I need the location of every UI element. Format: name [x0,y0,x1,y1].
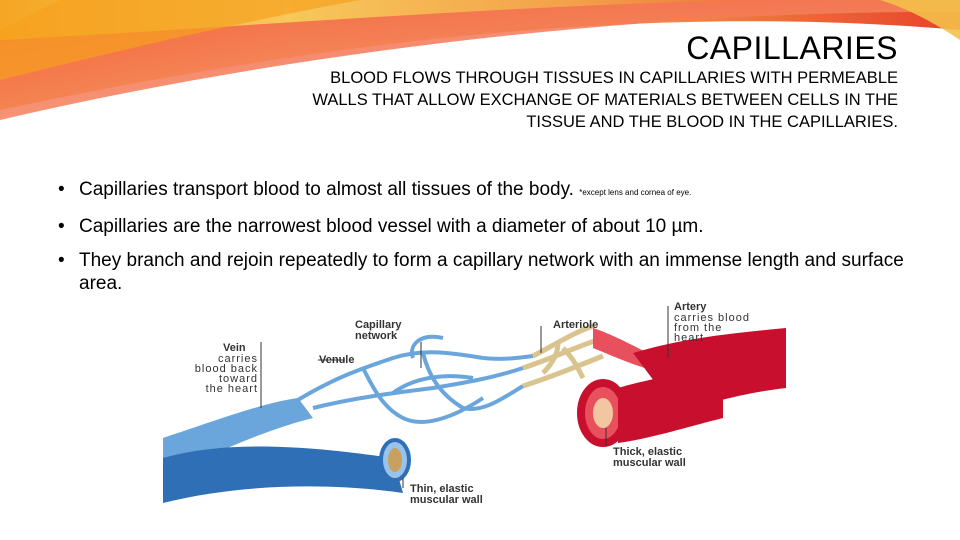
label-vein-title: Vein [223,342,246,354]
bullet-item: • Capillaries are the narrowest blood ve… [58,215,908,238]
bullet-item: • Capillaries transport blood to almost … [58,178,908,204]
capillary-network-tan [522,323,604,389]
label-vein-desc-3: toward [219,373,258,385]
label-capillary-network-2: network [355,330,398,342]
bullet-text: Capillaries are the narrowest blood vess… [79,216,704,237]
label-artery-title: Artery [674,301,707,313]
bullet-text: Capillaries transport blood to almost al… [79,179,580,200]
header-banner [0,0,960,120]
bullet-marker: • [58,250,65,271]
label-thick-wall-2: muscular wall [613,457,686,469]
capillary-diagram: Capillary network Arteriole Artery Vein … [163,301,786,506]
slide-subtitle: BLOOD FLOWS THROUGH TISSUES IN CAPILLARI… [312,69,898,131]
capillary-network-illustration [291,334,534,424]
bullet-list: • Capillaries transport blood to almost … [58,178,908,306]
artery-illustration [577,328,786,447]
label-artery-desc-2: from the [674,322,722,334]
label-thin-wall: Thin, elastic [410,483,474,495]
label-vein-desc-1: carries [218,353,258,365]
bullet-text: They branch and rejoin repeatedly to for… [79,250,904,294]
vein-illustration [163,398,411,503]
label-thick-wall: Thick, elastic [613,446,682,458]
bullet-marker: • [58,216,65,237]
label-vein-desc-4: the heart [206,383,258,395]
label-thin-wall-2: muscular wall [410,494,483,506]
label-artery-desc-3: heart [674,332,704,344]
label-arteriole: Arteriole [553,319,598,331]
label-vein-desc-2: blood back [195,363,258,375]
label-venule: Venule [319,354,354,366]
slide-title: CAPILLARIES [686,30,898,66]
bullet-item: • They branch and rejoin repeatedly to f… [58,249,908,295]
label-leader-lines [260,306,669,488]
bullet-footnote: *except lens and cornea of eye. [579,188,692,197]
bullet-marker: • [58,179,65,200]
label-artery-desc-1: carries blood [674,312,750,324]
label-capillary-network: Capillary [355,319,402,331]
